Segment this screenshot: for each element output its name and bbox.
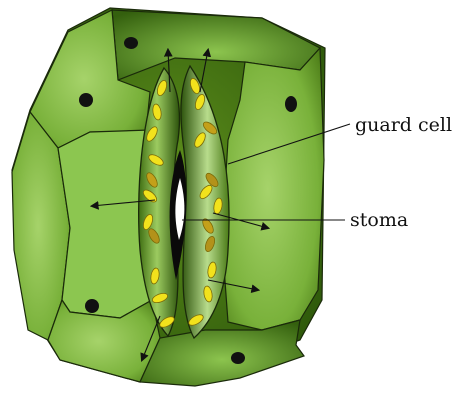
- stoma-label: stoma: [350, 209, 408, 231]
- nucleus: [85, 299, 99, 313]
- nucleus: [231, 352, 245, 364]
- guard-cell-label: guard cell: [355, 114, 452, 136]
- nucleus: [124, 37, 138, 49]
- epidermal-cell-mid-left: [58, 130, 152, 318]
- nucleus: [285, 96, 297, 112]
- nucleus: [79, 93, 93, 107]
